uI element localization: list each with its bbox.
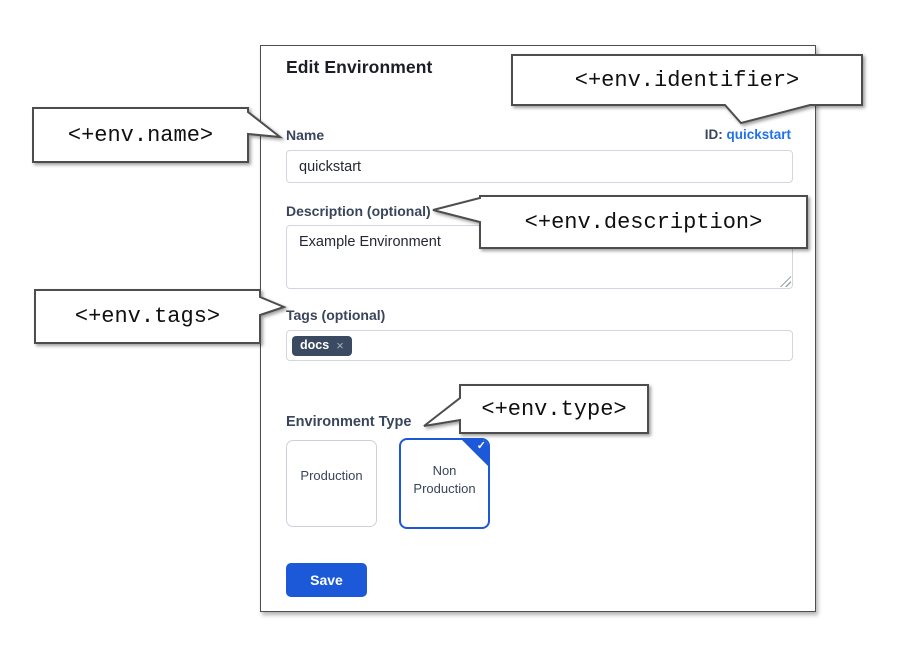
description-label: Description (optional) [286, 203, 431, 219]
id-value-link[interactable]: quickstart [726, 127, 791, 142]
callout-bubble-shape [423, 384, 649, 434]
environment-type-label: Environment Type [286, 414, 412, 430]
environment-id: ID: quickstart [705, 127, 791, 142]
callout-env-identifier-text: <+env.identifier> [574, 67, 800, 93]
tags-label: Tags (optional) [286, 307, 386, 323]
callout-env-identifier: <+env.identifier> [510, 53, 866, 128]
textarea-resize-grip-icon[interactable] [780, 276, 791, 287]
environment-type-card-production[interactable]: Production [286, 440, 377, 527]
non-production-card-label: Non Production [413, 463, 476, 496]
callout-env-tags: <+env.tags> [33, 288, 291, 348]
id-label: ID: [704, 127, 723, 142]
selected-corner-badge: ✓ [461, 440, 488, 467]
dialog-title: Edit Environment [286, 57, 433, 77]
callout-bubble-shape [432, 195, 808, 249]
tag-chip: docs × [292, 335, 352, 356]
callout-env-description-text: <+env.description> [524, 209, 763, 235]
name-label: Name [286, 127, 325, 143]
tag-remove-icon[interactable]: × [336, 337, 344, 353]
name-input[interactable] [286, 150, 793, 183]
production-card-label: Production [300, 468, 363, 483]
tags-input[interactable]: docs × [286, 330, 793, 361]
environment-type-card-non-production[interactable]: Non Production ✓ [399, 438, 490, 529]
callout-bubble-shape [34, 289, 287, 344]
callout-env-type: <+env.type> [420, 383, 654, 439]
edit-environment-dialog: Edit Environment Name ID: quickstart Des… [260, 45, 816, 612]
callout-env-description: <+env.description> [428, 194, 812, 254]
tag-chip-label: docs [300, 337, 330, 352]
callout-env-type-text: <+env.type> [481, 396, 627, 422]
callout-env-tags-text: <+env.tags> [74, 304, 221, 329]
callout-bubble-shape [511, 54, 863, 125]
callout-env-name: <+env.name> [31, 106, 285, 168]
check-icon: ✓ [476, 440, 486, 452]
save-button[interactable]: Save [286, 563, 367, 597]
callout-env-name-text: <+env.name> [67, 122, 214, 148]
callout-bubble-shape [32, 107, 284, 163]
